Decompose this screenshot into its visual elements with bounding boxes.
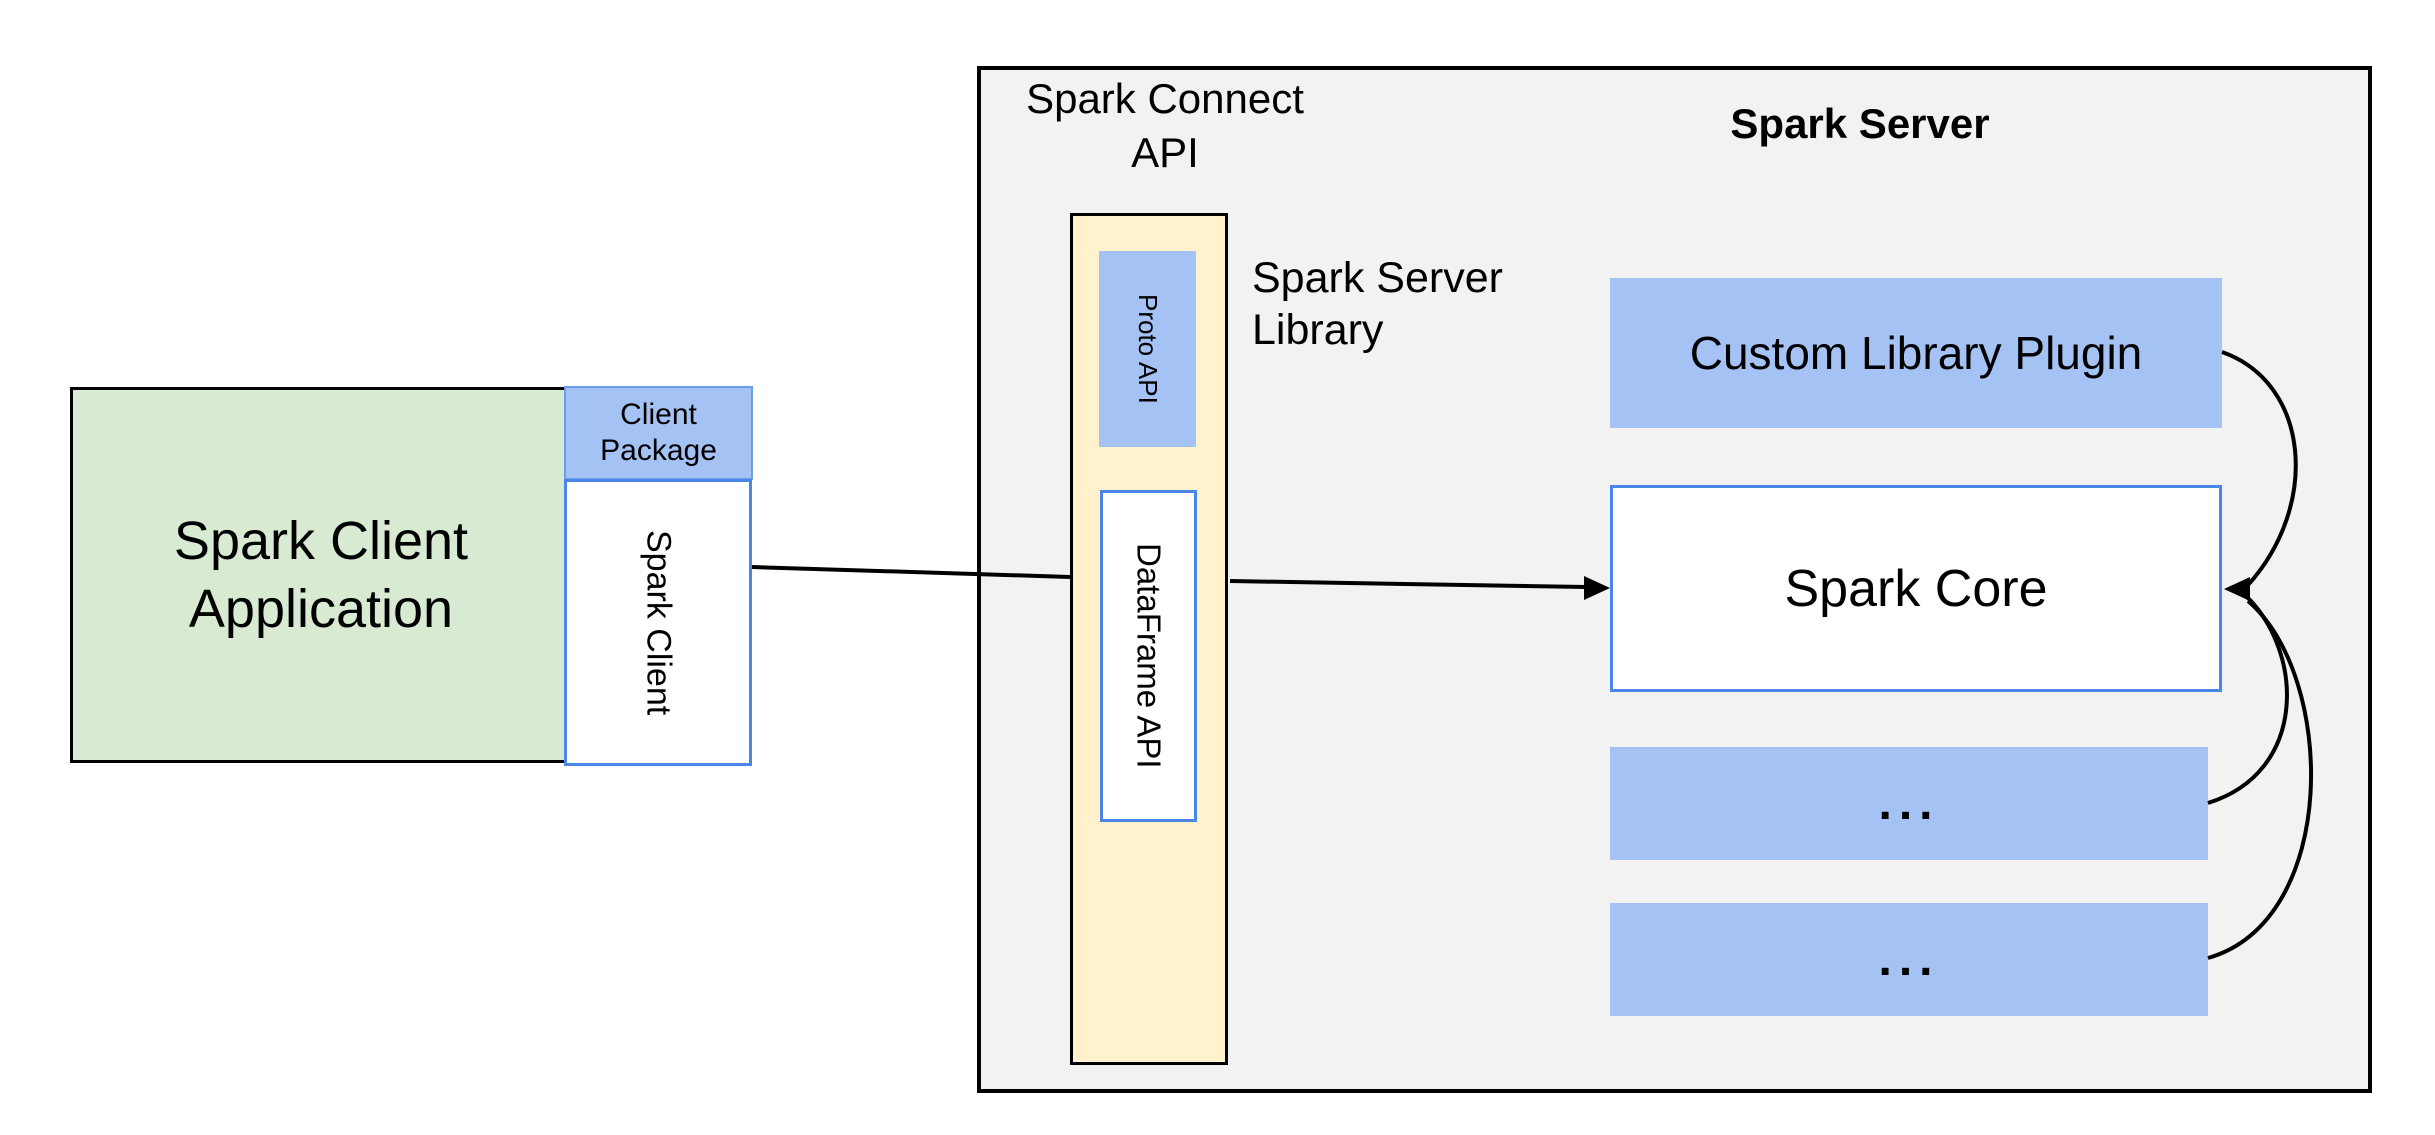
spark-server-library-label: Spark Server Library [1252,254,1503,354]
dataframe-api-box: DataFrame API [1100,490,1197,822]
spark-core-box: Spark Core [1610,485,2222,692]
spark-client-box: Spark Client [564,479,752,766]
ellipsis-label: ... [1878,777,1940,830]
custom-library-plugin-label: Custom Library Plugin [1689,327,2143,379]
ellipsis-label: ... [1878,933,1940,986]
spark-client-application-box: Spark Client Application [70,387,572,763]
spark-connect-api-label: Spark Connect API [1026,75,1304,176]
spark-client-label: Spark Client [639,529,678,716]
proto-api-box: Proto API [1099,251,1196,447]
client-package-box: Client Package [564,386,753,480]
dataframe-api-label: DataFrame API [1130,543,1168,769]
plugin-placeholder-box: ... [1610,903,2208,1016]
proto-api-label: Proto API [1133,294,1163,404]
spark-core-label: Spark Core [1784,559,2048,618]
plugin-placeholder-box: ... [1610,747,2208,860]
spark-server-title: Spark Server [1730,100,1990,147]
custom-library-plugin-box: Custom Library Plugin [1610,278,2222,428]
